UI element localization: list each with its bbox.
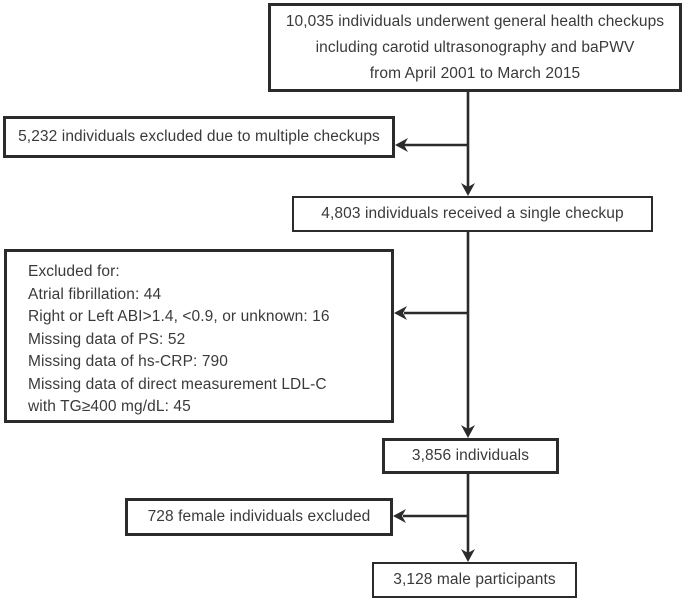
box-text-line: 10,035 individuals underwent general hea… (285, 12, 665, 30)
box-text-line: Missing data of direct measurement LDL-C (28, 375, 327, 393)
arrow-down-icon (461, 549, 475, 562)
box-text-line: with TG≥400 mg/dL: 45 (28, 398, 191, 415)
box-text-line: Missing data of PS: 52 (28, 330, 186, 348)
box-individuals-3856: 3,856 individuals (382, 438, 559, 474)
box-text-line: 3,856 individuals (411, 447, 530, 464)
arrow-left-icon (393, 509, 406, 523)
box-excluded-criteria: Excluded for: Atrial fibrillation: 44 Ri… (4, 249, 394, 423)
box-excluded-female: 728 female individuals excluded (125, 498, 393, 536)
box-male-participants: 3,128 male participants (372, 562, 577, 598)
box-text-line: 728 female individuals excluded (147, 508, 371, 525)
box-text-line: 4,803 individuals received a single chec… (321, 205, 624, 222)
box-health-checkups: 10,035 individuals underwent general hea… (268, 3, 682, 92)
arrow-down-icon (461, 425, 475, 438)
box-text-line: Right or Left ABI>1.4, <0.9, or unknown:… (28, 308, 330, 325)
arrow-down-icon (461, 183, 475, 196)
box-text-line: from April 2001 to March 2015 (369, 64, 581, 82)
box-text-line: Atrial fibrillation: 44 (28, 285, 162, 303)
box-excluded-multiple-checkups: 5,232 individuals excluded due to multip… (3, 116, 395, 158)
box-single-checkup: 4,803 individuals received a single chec… (292, 196, 653, 232)
box-text-line: 3,128 male participants (393, 571, 556, 588)
box-text-line: including carotid ultrasonography and ba… (315, 38, 635, 56)
arrow-left-icon (394, 306, 407, 320)
box-text-line: Missing data of hs-CRP: 790 (28, 353, 228, 370)
box-text-line: Excluded for: (28, 263, 120, 280)
arrow-left-icon (395, 138, 408, 152)
box-text-line: 5,232 individuals excluded due to multip… (18, 128, 380, 145)
